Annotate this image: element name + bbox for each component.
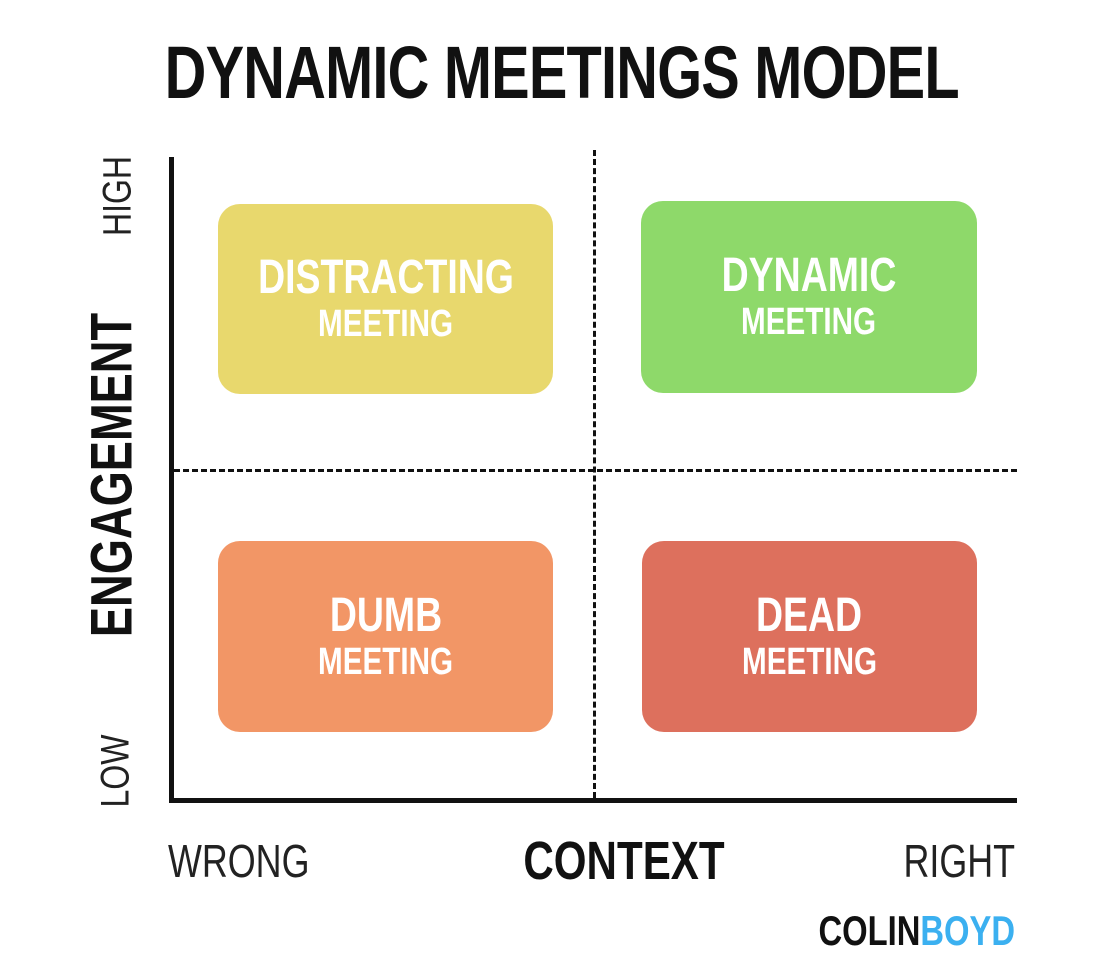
y-axis-label: ENGAGEMENT (79, 312, 145, 638)
brand-logo: COLINBOYD (818, 907, 1015, 955)
quadrant-title: DEAD (756, 588, 863, 642)
y-axis-high-label: HIGH (95, 156, 140, 236)
x-axis-low-label: WRONG (168, 835, 310, 887)
x-axis-line (169, 798, 1017, 803)
x-axis-label: CONTEXT (523, 831, 725, 891)
quadrant-title: DUMB (329, 588, 442, 642)
quadrant-dead-meeting: DEAD MEETING (642, 541, 977, 732)
y-axis-low-label: LOW (93, 734, 138, 808)
horizontal-divider (174, 469, 1017, 472)
brand-first-name: COLIN (818, 907, 921, 954)
quadrant-distracting-meeting: DISTRACTING MEETING (218, 204, 553, 394)
vertical-divider (593, 150, 596, 798)
quadrant-subtitle: MEETING (741, 301, 877, 343)
quadrant-title: DYNAMIC (721, 249, 897, 302)
brand-last-name: BOYD (920, 907, 1015, 954)
quadrant-title: DISTRACTING (257, 251, 514, 304)
x-axis-high-label: RIGHT (903, 835, 1015, 887)
diagram-title: DYNAMIC MEETINGS MODEL (164, 31, 960, 114)
quadrant-dumb-meeting: DUMB MEETING (218, 541, 553, 732)
quadrant-subtitle: MEETING (741, 640, 878, 683)
quadrant-dynamic-meeting: DYNAMIC MEETING (641, 201, 977, 393)
y-axis-line (169, 157, 174, 803)
quadrant-subtitle: MEETING (317, 303, 454, 345)
quadrant-subtitle: MEETING (317, 640, 454, 683)
